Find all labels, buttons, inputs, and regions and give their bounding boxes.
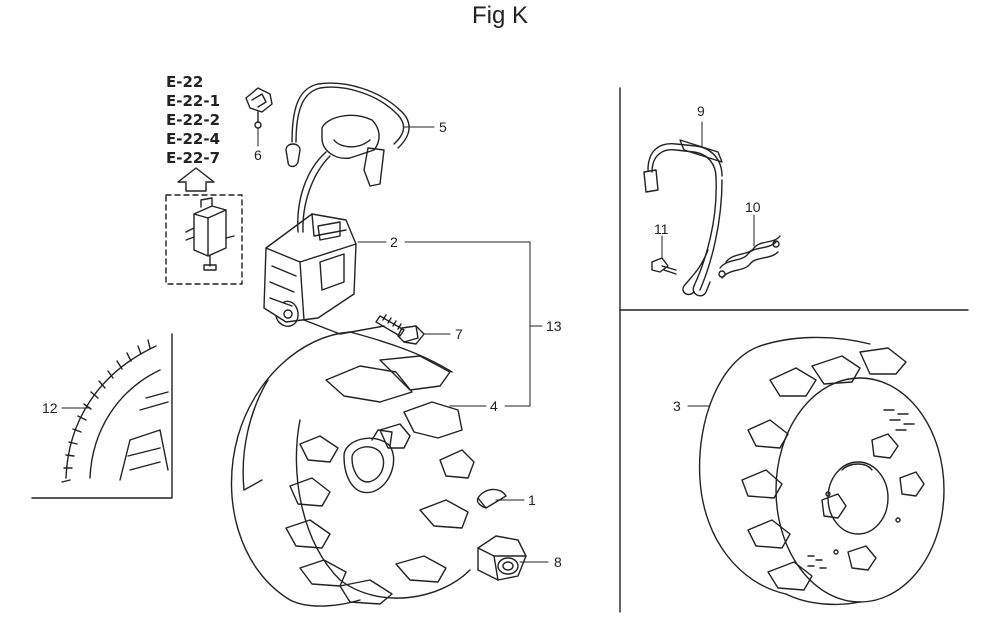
callout-7[interactable]: 7 [455,326,463,342]
part-7-bolt [375,314,425,345]
part-1-key [476,488,507,509]
part-11-screw [651,257,677,275]
up-arrow-icon [177,167,215,192]
reference-code[interactable]: E-22 [166,73,204,91]
callout-5[interactable]: 5 [439,119,447,135]
part-5-plug-cap-lead [285,82,410,233]
callout-13[interactable]: 13 [546,318,562,334]
callout-8[interactable]: 8 [554,554,562,570]
reference-code[interactable]: E-22-4 [166,130,221,148]
reference-code[interactable]: E-22-2 [166,111,221,129]
callout-2[interactable]: 2 [390,234,398,250]
part-9-wiring-harness [643,139,723,297]
part-10-wire-clamps [718,235,781,279]
reference-code[interactable]: E-22-1 [166,92,221,110]
callout-3[interactable]: 3 [673,398,681,414]
reference-code-list: E-22 E-22-1 E-22-2 E-22-4 E-22-7 [166,73,220,168]
reference-code[interactable]: E-22-7 [166,149,221,167]
callout-4[interactable]: 4 [490,398,498,414]
callout-1[interactable]: 1 [528,492,536,508]
leader-lines [61,121,755,563]
part-2-ignition-coil [263,213,385,335]
callout-11[interactable]: 11 [654,221,669,237]
callout-6[interactable]: 6 [254,147,262,163]
part-3-flywheel [698,336,945,606]
ignition-coil-inset [165,194,243,285]
callout-12[interactable]: 12 [42,400,58,416]
figure-title: Fig K [471,2,528,29]
callout-10[interactable]: 10 [745,199,761,215]
part-12-ring-gear [31,333,173,499]
callout-9[interactable]: 9 [697,103,705,119]
part-4-flywheel [230,331,475,607]
part-8-nut [477,535,527,581]
part-6-clip [245,87,273,129]
panel-dividers [619,87,969,613]
